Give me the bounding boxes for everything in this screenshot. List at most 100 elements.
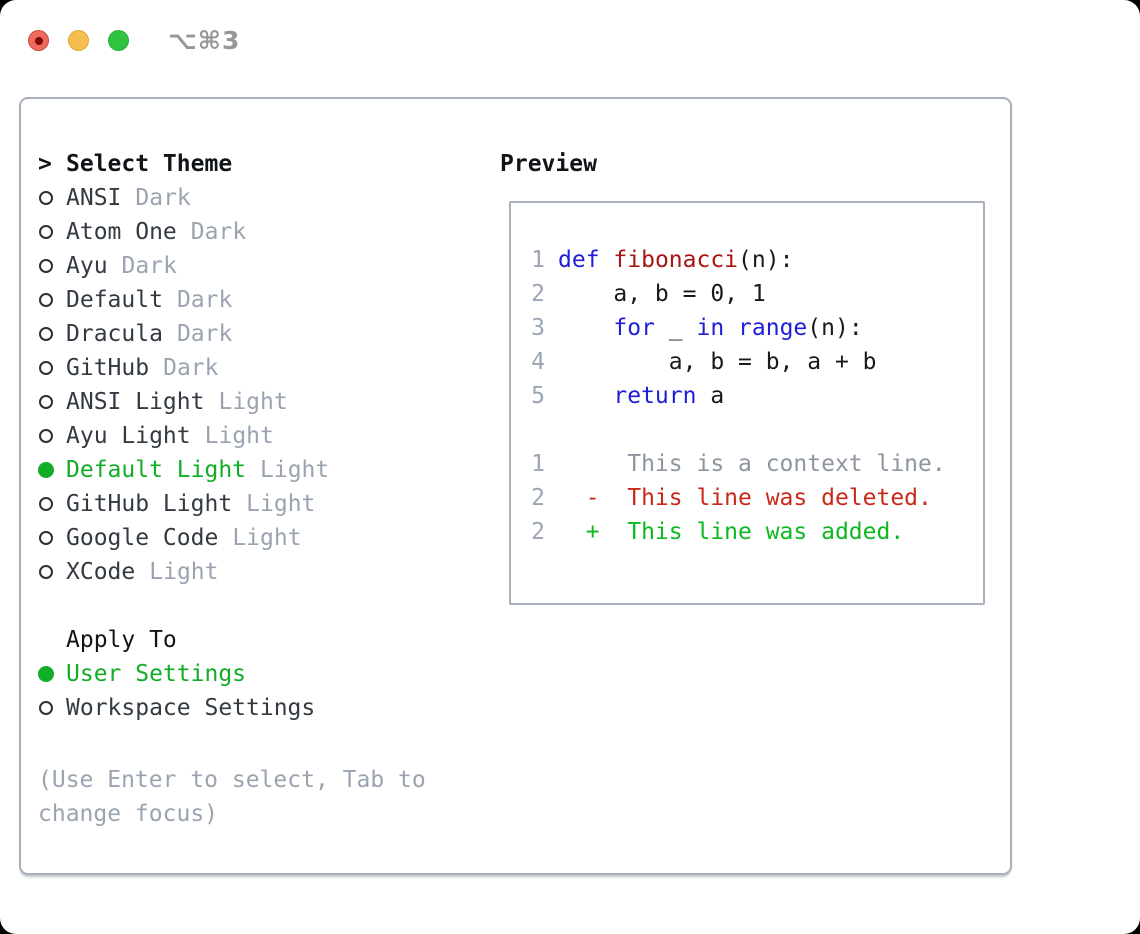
code-line: 5 return a — [511, 383, 983, 417]
radio-icon — [39, 225, 53, 239]
zoom-button[interactable] — [108, 30, 129, 51]
cursor-caret-icon: > — [38, 151, 52, 177]
theme-name: ANSI — [66, 185, 122, 211]
code-line: 3 for _ in range(n): — [511, 315, 983, 349]
code-segment: fibonacci — [613, 247, 739, 273]
theme-name: Default Light — [66, 457, 247, 483]
radio-icon — [39, 429, 53, 443]
line-number: 2 — [531, 485, 545, 511]
theme-option-github[interactable]: GitHub Dark — [38, 351, 500, 385]
code-segment: for — [613, 315, 655, 341]
close-dot-icon — [34, 36, 43, 45]
theme-variant: Light — [204, 423, 274, 449]
theme-variant: Dark — [135, 185, 191, 211]
code-line: 2 + This line was added. — [511, 519, 983, 553]
theme-option-ayu-light[interactable]: Ayu Light Light — [38, 419, 500, 453]
code-segment: + This line was added. — [558, 519, 905, 545]
code-text: + This line was added. — [558, 519, 905, 553]
radio-icon — [39, 701, 53, 715]
code-text: return a — [558, 383, 724, 417]
radio-marker — [38, 259, 66, 273]
theme-option-github-light[interactable]: GitHub Light Light — [38, 487, 500, 521]
theme-variant: Light — [232, 525, 302, 551]
line-number: 5 — [531, 383, 545, 409]
close-button[interactable] — [28, 30, 49, 51]
radio-marker — [38, 293, 66, 307]
titlebar: ⌥⌘3 — [28, 26, 240, 55]
theme-name: Dracula — [66, 321, 163, 347]
line-number: 2 — [531, 281, 545, 307]
preview-title: Preview — [500, 151, 597, 177]
window-title: ⌥⌘3 — [168, 26, 241, 55]
code-text: def fibonacci(n): — [558, 247, 793, 281]
minimize-button[interactable] — [68, 30, 89, 51]
code-segment: This is a context line. — [558, 451, 946, 477]
theme-name: Atom One — [66, 219, 177, 245]
radio-icon — [39, 293, 53, 307]
code-segment: a, b = b, a + b — [558, 349, 877, 375]
apply-to-title: Apply To — [66, 627, 177, 653]
keyboard-hint: (Use Enter to select, Tab to change focu… — [38, 767, 426, 827]
code-text: This is a context line. — [558, 451, 946, 485]
code-segment: - This line was deleted. — [558, 485, 932, 511]
theme-name: Default — [66, 287, 163, 313]
theme-variant: Light — [218, 389, 288, 415]
line-number: 4 — [531, 349, 545, 375]
apply-option-label: User Settings — [66, 661, 247, 687]
radio-marker — [38, 191, 66, 205]
code-segment: a — [696, 383, 725, 409]
theme-variant: Dark — [176, 321, 233, 347]
code-segment — [558, 383, 613, 409]
theme-name: GitHub — [66, 355, 150, 381]
radio-marker — [38, 395, 66, 409]
theme-variant: Light — [246, 491, 316, 517]
radio-marker — [38, 361, 66, 375]
code-text: a, b = b, a + b — [558, 349, 877, 383]
code-segment: return — [613, 383, 697, 409]
theme-name: Google Code — [66, 525, 219, 551]
radio-icon — [39, 361, 53, 375]
theme-name: Ayu — [66, 253, 108, 279]
radio-icon — [39, 259, 53, 273]
apply-option-workspace-settings[interactable]: Workspace Settings — [38, 691, 500, 725]
code-text: a, b = 0, 1 — [558, 281, 765, 315]
radio-marker — [38, 666, 66, 682]
theme-option-dracula[interactable]: Dracula Dark — [38, 317, 500, 351]
code-line — [511, 417, 983, 451]
theme-variant: Dark — [163, 355, 219, 381]
select-theme-header: > Select Theme — [38, 147, 500, 181]
radio-marker — [38, 225, 66, 239]
theme-name: Ayu Light — [66, 423, 191, 449]
code-segment: in — [696, 315, 725, 341]
code-line: 2 - This line was deleted. — [511, 485, 983, 519]
code-segment: range — [738, 315, 808, 341]
theme-option-ansi[interactable]: ANSI Dark — [38, 181, 500, 215]
radio-marker — [38, 429, 66, 443]
theme-name: GitHub Light — [66, 491, 233, 517]
radio-marker — [38, 327, 66, 341]
radio-icon — [39, 497, 53, 511]
line-number: 3 — [531, 315, 545, 341]
radio-marker — [38, 531, 66, 545]
code-segment: _ — [654, 315, 697, 341]
radio-icon — [39, 395, 53, 409]
line-number — [511, 417, 545, 451]
radio-selected-icon — [38, 666, 54, 682]
line-number: 2 — [531, 519, 545, 545]
apply-option-user-settings[interactable]: User Settings — [38, 657, 500, 691]
theme-variant: Light — [149, 559, 219, 585]
theme-option-google-code[interactable]: Google Code Light — [38, 521, 500, 555]
